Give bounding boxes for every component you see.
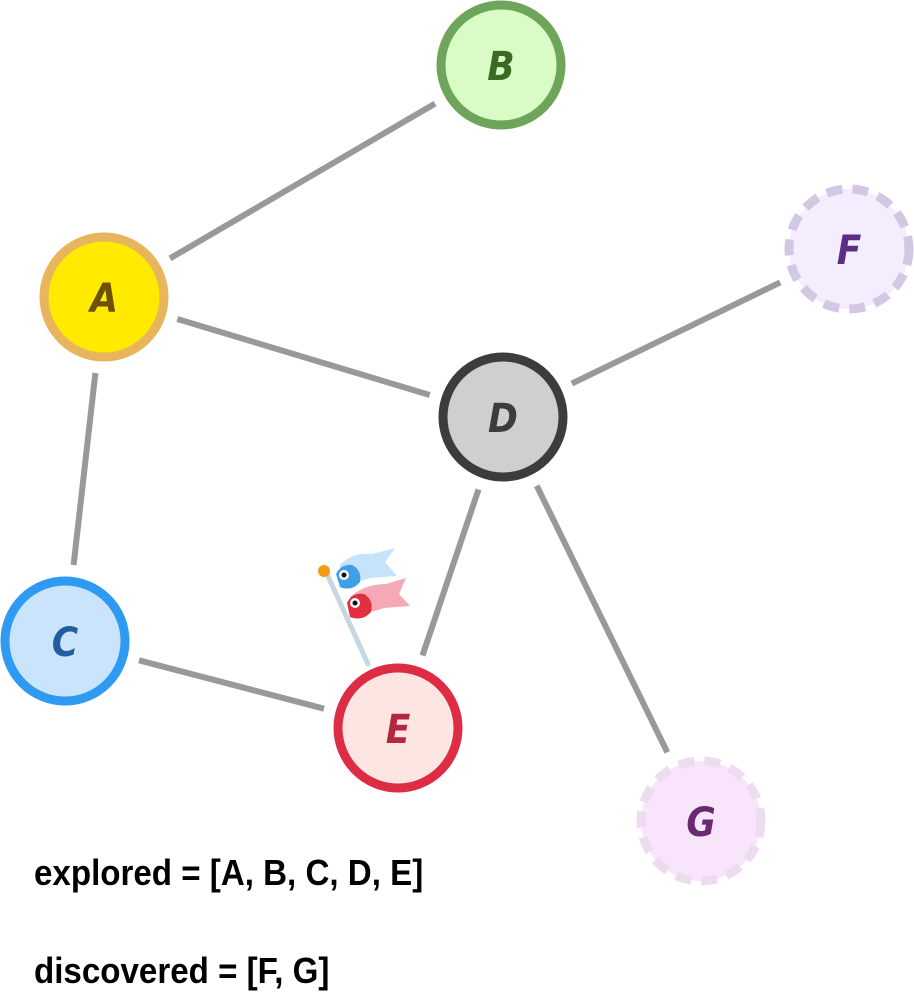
- node-c-circle: [0, 576, 130, 706]
- node-f-circle: [784, 184, 914, 314]
- node-g-label: G: [686, 800, 716, 846]
- edge-d-g: [534, 484, 670, 754]
- edge-a-b: [168, 101, 437, 261]
- edge-d-f: [570, 279, 782, 387]
- carp-streamer-flag-icon: [318, 548, 410, 667]
- node-g-circle: [636, 756, 766, 886]
- node-a-label: A: [87, 276, 118, 322]
- node-g: G: [636, 756, 766, 886]
- edge-a-d: [176, 316, 431, 398]
- edge-c-e: [138, 657, 325, 712]
- node-c-label: C: [52, 620, 79, 666]
- node-a-circle: [39, 232, 169, 362]
- node-c: C: [0, 576, 130, 706]
- node-e-label: E: [386, 707, 411, 753]
- discovered-list: discovered = [F, G]: [34, 950, 330, 991]
- edge-a-c: [70, 372, 99, 566]
- nodes-layer: A B C D E F G: [0, 0, 914, 886]
- edge-d-e: [419, 488, 482, 657]
- node-d-label: D: [488, 396, 518, 442]
- node-d-circle: [438, 352, 568, 482]
- node-a: A: [39, 232, 169, 362]
- node-e: E: [333, 663, 463, 793]
- node-b-label: B: [487, 44, 514, 90]
- node-e-circle: [333, 663, 463, 793]
- explored-list: explored = [A, B, C, D, E]: [34, 852, 424, 893]
- node-b-circle: [436, 0, 566, 130]
- edges-layer: [70, 101, 782, 754]
- node-d: D: [438, 352, 568, 482]
- node-f-label: F: [837, 228, 862, 274]
- node-f: F: [784, 184, 914, 314]
- node-b: B: [436, 0, 566, 130]
